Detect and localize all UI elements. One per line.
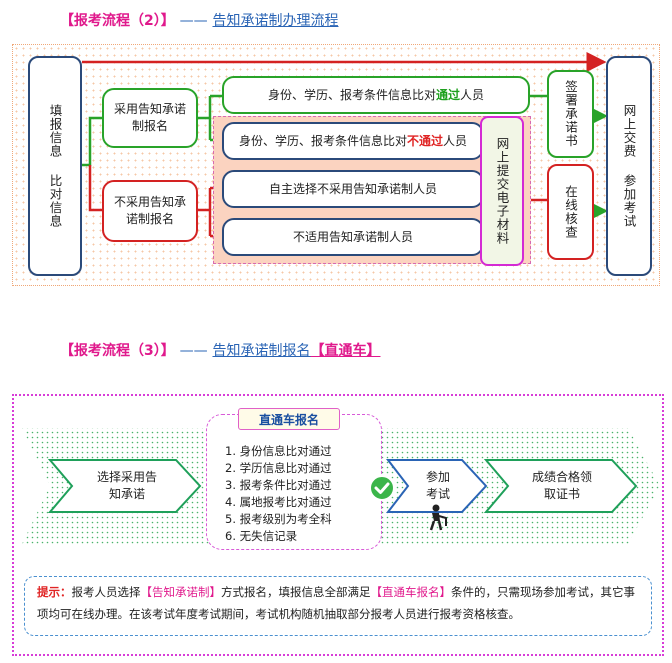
no-commit-box: 不采用告知承诺制报名 [102, 180, 198, 242]
process3-frame [12, 394, 664, 656]
online-check-label: 在线核查 [563, 185, 578, 239]
submit-materials-label: 网上提交电子材料 [494, 137, 510, 245]
section2-title[interactable]: 告知承诺制办理流程 [212, 13, 339, 29]
requirement-item: 3. 报考条件比对通过 [225, 478, 332, 492]
person-at-desk-icon [429, 504, 447, 531]
sign-letter-label: 签署承诺书 [563, 80, 578, 148]
online-check-box: 在线核查 [547, 164, 594, 260]
tip-mark-2: 【直通车报名】 [370, 585, 452, 599]
pay-exam-box: 网上交费 参加考试 [606, 56, 652, 276]
select-commit-step: 选择采用告知承诺 [72, 466, 182, 506]
section3-dash: —— [179, 343, 208, 359]
section2-heading: 【报考流程（2）】 —— 告知承诺制办理流程 [60, 10, 339, 30]
take-exam-chevron [385, 459, 488, 513]
voluntary-box: 自主选择不采用告知承诺制人员 [222, 170, 484, 208]
section2-bracket: 【报考流程（2）】 [60, 13, 175, 29]
tip-mark-1: 【告知承诺制】 [140, 585, 222, 599]
section3-highlight[interactable]: 【直通车】 [310, 343, 381, 359]
section3-heading: 【报考流程（3）】 —— 告知承诺制报名【直通车】 [60, 340, 381, 360]
requirement-item: 5. 报考级别为考全科 [225, 512, 332, 526]
pass-word: 通过 [435, 87, 460, 102]
unsuitable-box: 不适用告知承诺制人员 [222, 218, 484, 256]
fail-box: 身份、学历、报考条件信息比对不通过人员 [222, 122, 484, 160]
section2-dash: —— [179, 13, 208, 29]
fail-suffix: 人员 [443, 133, 468, 148]
tip-box: 提示：报考人员选择【告知承诺制】方式报名，填报信息全部满足【直通车报名】条件的，… [24, 576, 652, 636]
select-commit-label: 选择采用告知承诺 [96, 470, 157, 501]
unsuitable-label: 不适用告知承诺制人员 [292, 229, 413, 244]
certificate-label: 成绩合格领取证书 [531, 470, 592, 501]
direct-route-title: 直通车报名 [258, 412, 319, 427]
requirement-item: 6. 无失信记录 [225, 529, 298, 543]
check-circle-icon [369, 475, 395, 501]
take-exam-label: 参加考试 [425, 470, 450, 501]
pass-box: 身份、学历、报考条件信息比对通过人员 [222, 76, 530, 114]
take-exam-step: 参加考试 [412, 468, 464, 504]
submit-materials-box: 网上提交电子材料 [480, 116, 524, 266]
voluntary-label: 自主选择不采用告知承诺制人员 [268, 181, 437, 196]
tip-text-1: 报考人员选择 [71, 585, 141, 599]
fill-info-box: 填报信息 比对信息 [28, 56, 82, 276]
section3-title[interactable]: 告知承诺制报名 [212, 343, 311, 359]
section3-bracket: 【报考流程（3）】 [60, 343, 175, 359]
requirement-item: 1. 身份信息比对通过 [225, 444, 332, 458]
requirements-panel: 1. 身份信息比对通过 2. 学历信息比对通过 3. 报考条件比对通过 4. 属… [206, 414, 382, 550]
choose-commit-box: 采用告知承诺制报名 [102, 88, 198, 148]
certificate-step: 成绩合格领取证书 [510, 466, 614, 506]
tip-label: 提示： [37, 585, 72, 599]
tip-text-3: 条件的，只需现场参加考试，其它事项均可在线办理。在该考试年度考试期间，考试机构随… [37, 585, 635, 621]
direct-route-tag: 直通车报名 [238, 408, 340, 430]
certificate-chevron [483, 459, 638, 513]
sign-letter-box: 签署承诺书 [547, 70, 594, 158]
fail-prefix: 身份、学历、报考条件信息比对 [238, 133, 407, 148]
process2-connectors [82, 52, 608, 238]
requirement-item: 2. 学历信息比对通过 [225, 461, 332, 475]
requirement-item: 4. 属地报考比对通过 [225, 495, 332, 509]
pay-exam-label: 网上交费 参加考试 [621, 104, 637, 228]
tip-text-2: 方式报名，填报信息全部满足 [221, 585, 371, 599]
fail-word: 不通过 [406, 133, 443, 148]
choose-commit-label: 采用告知承诺制报名 [114, 102, 187, 133]
select-commit-chevron [47, 459, 202, 513]
pass-suffix: 人员 [460, 87, 485, 102]
no-commit-label: 不采用告知承诺制报名 [113, 195, 186, 226]
fill-info-label: 填报信息 比对信息 [47, 104, 63, 228]
pass-prefix: 身份、学历、报考条件信息比对 [267, 87, 436, 102]
